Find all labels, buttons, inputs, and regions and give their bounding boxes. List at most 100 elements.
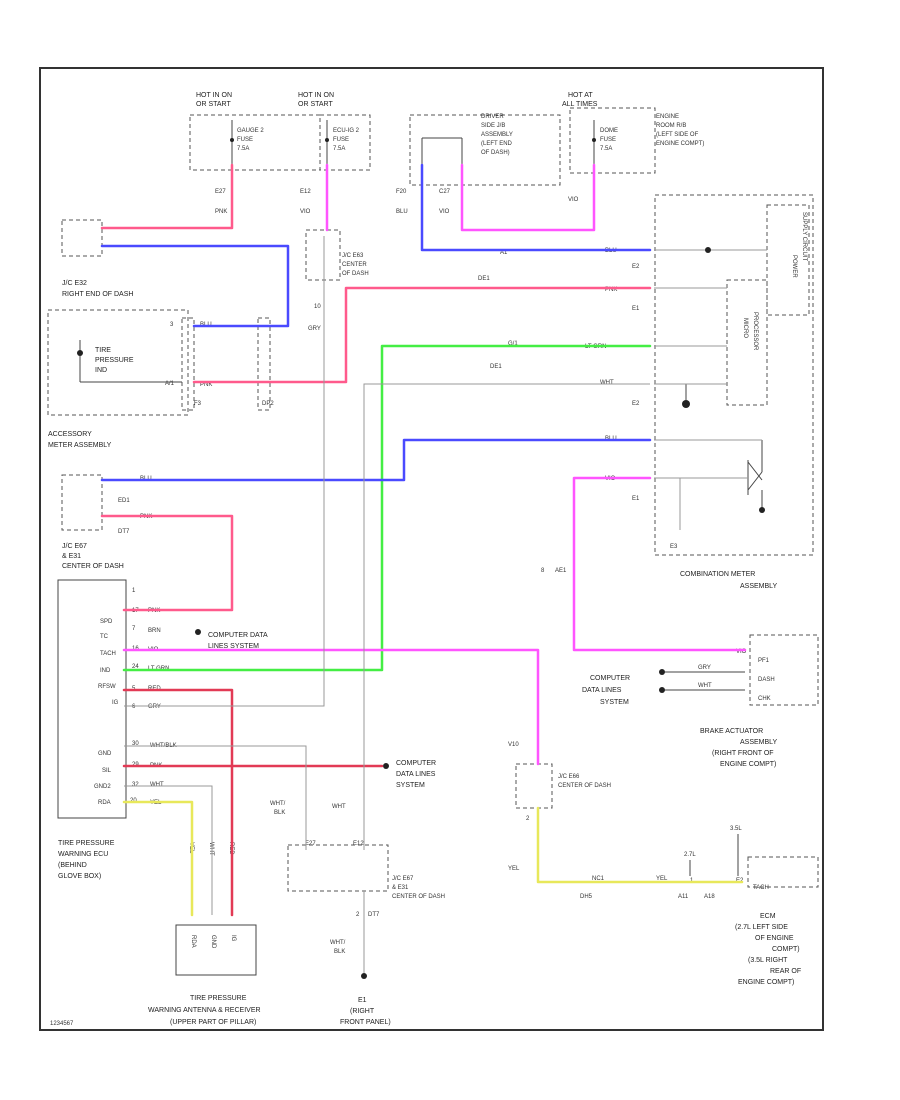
ground-label-2: (RIGHT [350, 1008, 375, 1015]
engine-rb-1: ENGINE [656, 114, 679, 120]
fuse-2-rating: 7.5A [333, 146, 345, 152]
accessory-meter-label-2: METER ASSEMBLY [48, 442, 112, 449]
driver-jb-3: ASSEMBLY [481, 132, 513, 138]
code-e3: E3 [670, 544, 678, 550]
brake-actuator-label-2: ASSEMBLY [740, 739, 778, 746]
driver-jb-5: OF DASH) [481, 150, 510, 156]
pin-ig: IG [112, 700, 119, 706]
pin-rfsw: RFSW [98, 684, 116, 690]
pin-rda: RDA [98, 800, 111, 806]
jc-e66-label: J/C E66 [558, 774, 580, 780]
fuse-1-type: FUSE [237, 137, 253, 143]
ecm-label-3: OF ENGINE [755, 935, 794, 942]
hot-label-1: HOT IN ON [196, 92, 232, 99]
combination-meter-box [654, 194, 814, 556]
jc-e63-label: J/C E63 [342, 253, 364, 259]
hot-label-3: HOT AT [568, 92, 593, 99]
code-e66-2: 2 [526, 816, 530, 822]
ground-dot-cm [682, 400, 690, 408]
code-8: 8 [541, 568, 545, 574]
pin-gnd2: GND2 [94, 784, 111, 790]
micro-label: MICRO [742, 318, 748, 338]
code-de1-top: DE1 [478, 276, 490, 282]
jc-e67-box [61, 474, 103, 531]
connector-box-2 [257, 317, 271, 411]
accessory-meter-label: ACCESSORY [48, 431, 92, 438]
wire-pnk-top: PNK [215, 209, 227, 215]
ecm-label: ECM [760, 913, 776, 920]
hot-box-2 [319, 114, 371, 171]
tpms-ecu-label-4: GLOVE BOX) [58, 873, 101, 880]
engine-rb-2: ROOM R/B [656, 123, 686, 129]
wire-pink-cm [192, 286, 652, 384]
tpms-ecu-box [57, 579, 127, 819]
computer-data-label-2: COMPUTER [396, 760, 436, 767]
hot-label-2: HOT IN ON [298, 92, 334, 99]
code-dt7-lower: DT7 [368, 912, 380, 918]
diagram-code: 1234567 [50, 1021, 74, 1027]
wire-gray-wht-cm [363, 383, 650, 850]
engine-rb-3: (LEFT SIDE OF [656, 132, 699, 138]
wire-blk-mid: BLK [274, 810, 285, 816]
wire-magenta-dome [460, 163, 596, 232]
wire-green-cm [122, 344, 652, 672]
fuse-2-name: ECU-IG 2 [333, 128, 360, 134]
wire-blk-ground: BLK [334, 949, 345, 955]
hot-label-2b: OR START [298, 101, 333, 108]
jc-e32-label: J/C E32 [62, 280, 87, 287]
eng-35: 3.5L [730, 826, 742, 832]
tire-pressure-lamp-icon [77, 340, 182, 383]
ant-pin-rda: RDA [190, 935, 196, 948]
ecm-label-5: (3.5L RIGHT [748, 957, 788, 964]
wire-gray-ig [124, 236, 325, 707]
jc-e67-lower-label: J/C E67 [392, 876, 414, 882]
computer-data-label-1b: LINES SYSTEM [208, 643, 259, 650]
fuse-3-rating: 7.5A [600, 146, 612, 152]
tpms-ecu-label: TIRE PRESSURE [58, 840, 115, 847]
wire-red-ant [122, 688, 234, 917]
jc-e32-loc: RIGHT END OF DASH [62, 291, 133, 298]
wire-wht-ecu: WHT [150, 782, 164, 788]
tpms-ecu-label-2: WARNING ECU [58, 851, 108, 858]
code-a1: A1 [500, 250, 508, 256]
ground-label: E1 [358, 997, 367, 1004]
pin-dash: DASH [758, 677, 775, 683]
computer-data-label-2c: SYSTEM [396, 782, 425, 789]
tpms-ecu-label-3: (BEHIND [58, 862, 87, 869]
brake-actuator-label: BRAKE ACTUATOR [700, 728, 763, 735]
computer-data-dot-3b [659, 687, 665, 693]
transistor-icon [747, 440, 765, 513]
ant-wire-wht: WHT [208, 842, 214, 856]
computer-data-dot-2 [383, 763, 389, 769]
hot-label-3b: ALL TIMES [562, 101, 598, 108]
micro-label-2: PROCESSOR [752, 312, 758, 351]
jc-e67-lower-label-2: & E31 [392, 885, 409, 891]
antenna-box [175, 924, 257, 976]
ecm-label-4: COMPT) [772, 946, 800, 953]
wire-yellow-rda [122, 800, 194, 917]
ecm-label-6: REAR OF [770, 968, 801, 975]
code-a18: A18 [704, 894, 715, 900]
computer-data-label-1: COMPUTER DATA [208, 632, 268, 639]
wire-gry-ecu: GRY [148, 704, 161, 710]
jc-e63-loc-2: OF DASH [342, 271, 369, 277]
pin-num-7: 7 [132, 626, 136, 632]
jc-e67-lower-box [287, 844, 389, 892]
ant-pin-vcc: IG [230, 935, 236, 942]
fuse-1-rating: 7.5A [237, 146, 249, 152]
wire-wht-mid-2: WHT [332, 804, 346, 810]
code-e1-mid: E1 [632, 496, 640, 502]
pin-tach: TACH [100, 651, 116, 657]
jc-e63-loc-1: CENTER [342, 262, 367, 268]
eng-27: 2.7L [684, 852, 696, 858]
pin-sil: SIL [102, 768, 112, 774]
accessory-meter-box [47, 309, 189, 416]
tire-pressure-ind-2: PRESSURE [95, 357, 134, 364]
antenna-label: TIRE PRESSURE [190, 995, 247, 1002]
ecm-box [747, 856, 819, 888]
pin-num-32: 32 [132, 782, 139, 788]
code-e27: E27 [305, 841, 316, 847]
wire-pnk-acc: PNK [200, 382, 212, 388]
pin-gnd: GND [98, 751, 112, 757]
code-ae1: AE1 [555, 568, 567, 574]
